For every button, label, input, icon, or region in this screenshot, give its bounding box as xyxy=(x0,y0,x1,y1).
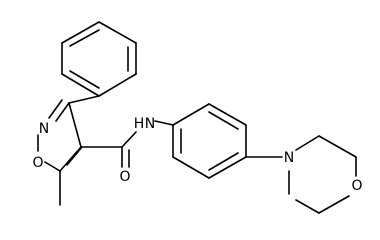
bond xyxy=(55,102,70,122)
morpholine-oxygen-label: O xyxy=(351,178,362,194)
bond xyxy=(208,156,247,179)
phenylene-ring xyxy=(172,103,247,179)
bond xyxy=(61,73,100,97)
bond xyxy=(208,152,239,171)
bond xyxy=(68,95,100,104)
amide-nitrogen-label: N xyxy=(145,116,155,132)
bond xyxy=(68,102,82,148)
morpholine-nitrogen-label: N xyxy=(284,150,294,166)
amide-nitrogen-label: H xyxy=(134,116,145,132)
structure-canvas: N O H N O N O xyxy=(32,21,363,214)
bond xyxy=(121,131,137,148)
isoxazole-nitrogen-label: N xyxy=(39,121,49,137)
bond xyxy=(98,73,137,97)
bond xyxy=(59,146,82,172)
bond xyxy=(172,103,210,126)
morpholine-ring xyxy=(288,135,357,214)
bond xyxy=(66,146,83,166)
bond xyxy=(98,21,137,44)
bond xyxy=(295,199,320,214)
bond xyxy=(69,29,100,47)
bond xyxy=(172,156,210,179)
carbonyl-oxygen-label: O xyxy=(119,169,130,185)
isoxazole-oxygen-label: O xyxy=(32,155,43,171)
bond xyxy=(69,70,100,89)
bond xyxy=(318,135,357,158)
bond xyxy=(318,195,350,214)
bond xyxy=(48,99,63,119)
bond xyxy=(208,103,247,126)
bond xyxy=(154,120,174,126)
bond xyxy=(208,111,239,130)
bond xyxy=(61,21,100,44)
bond xyxy=(295,135,320,151)
isoxazole-ring xyxy=(37,99,83,172)
molecule-diagram: N O H N O N O xyxy=(32,21,363,214)
phenyl-ring xyxy=(61,21,137,97)
bond xyxy=(44,161,61,172)
